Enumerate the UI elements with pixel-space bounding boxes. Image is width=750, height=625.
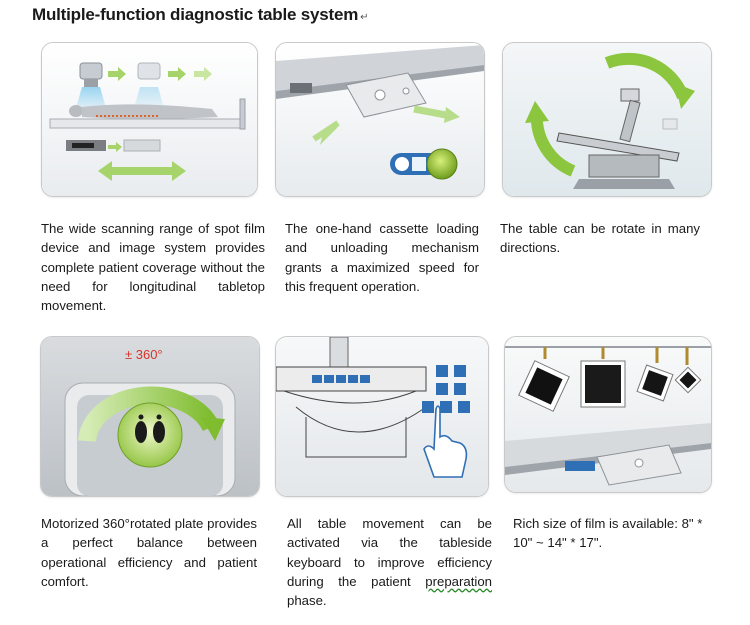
page-title: Multiple-function diagnostic table syste… [32, 5, 369, 25]
table-rotation-illustration [502, 42, 712, 197]
page-title-text: Multiple-function diagnostic table syste… [32, 5, 359, 24]
feature-5-underlined-word: preparation [425, 573, 492, 589]
film-sizes-illustration [504, 336, 712, 493]
feature-5-text: All table movement can be activated via … [287, 514, 492, 610]
longitudinal-arrow-icon [98, 161, 186, 181]
feature-4-text: Motorized 360°rotated plate provides a p… [41, 516, 257, 589]
rotating-plate-illustration: ± 360° [40, 336, 260, 497]
return-mark-icon: ↵ [360, 12, 369, 23]
tableside-keyboard-illustration [275, 336, 489, 497]
rotation-angle-badge: ± 360° [125, 347, 163, 362]
feature-6-text: Rich size of film is available: 8" * 10"… [513, 516, 703, 551]
scanning-range-illustration [41, 42, 258, 197]
feature-2-text: The one-hand cassette loading and unload… [285, 221, 479, 294]
cassette-loading-illustration [275, 42, 485, 197]
footprint-icon [135, 421, 147, 443]
feature-5-text-end: phase. [287, 593, 327, 609]
feature-5-text-main: All table movement can be activated via … [287, 516, 492, 589]
keypad-icon [436, 365, 448, 377]
feature-1-text: The wide scanning range of spot film dev… [41, 221, 265, 314]
detector-icon [79, 62, 103, 80]
feature-3-text: The table can be rotate in many directio… [500, 221, 700, 256]
pressing-hand-icon [423, 405, 468, 478]
